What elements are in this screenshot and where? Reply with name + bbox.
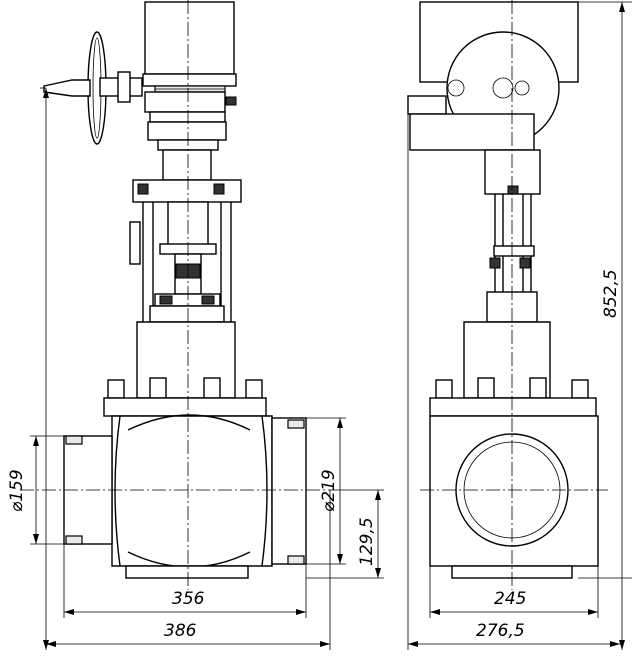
side-view bbox=[407, 0, 608, 590]
front-view bbox=[20, 0, 330, 590]
dim-356: 356 bbox=[172, 589, 205, 609]
body-bottom bbox=[125, 565, 249, 579]
coupling bbox=[162, 149, 212, 181]
cable-gland bbox=[225, 96, 237, 106]
body-top-flange bbox=[103, 397, 267, 417]
side-bonnet-bolts bbox=[435, 377, 589, 399]
dimension-lines bbox=[30, 1, 632, 650]
actuator-flange bbox=[142, 73, 237, 87]
actuator-housing bbox=[144, 1, 235, 75]
actuator-base bbox=[144, 91, 226, 113]
handwheel-handle bbox=[43, 79, 91, 97]
side-body-flange bbox=[429, 397, 597, 417]
dim-d159: ⌀159 bbox=[7, 469, 27, 512]
valve-body bbox=[111, 415, 273, 567]
dim-245: 245 bbox=[494, 589, 526, 609]
dim-129-5: 129,5 bbox=[357, 517, 377, 566]
dim-386: 386 bbox=[164, 621, 197, 641]
dim-d219: ⌀219 bbox=[319, 469, 339, 512]
outlet-pipe bbox=[271, 417, 307, 565]
dim-852-5: 852,5 bbox=[601, 269, 621, 318]
dim-276-5: 276,5 bbox=[476, 621, 525, 641]
handwheel bbox=[43, 31, 143, 145]
bonnet-bolts bbox=[107, 377, 263, 399]
yoke-top bbox=[132, 179, 242, 203]
mounting-plate bbox=[149, 111, 226, 123]
